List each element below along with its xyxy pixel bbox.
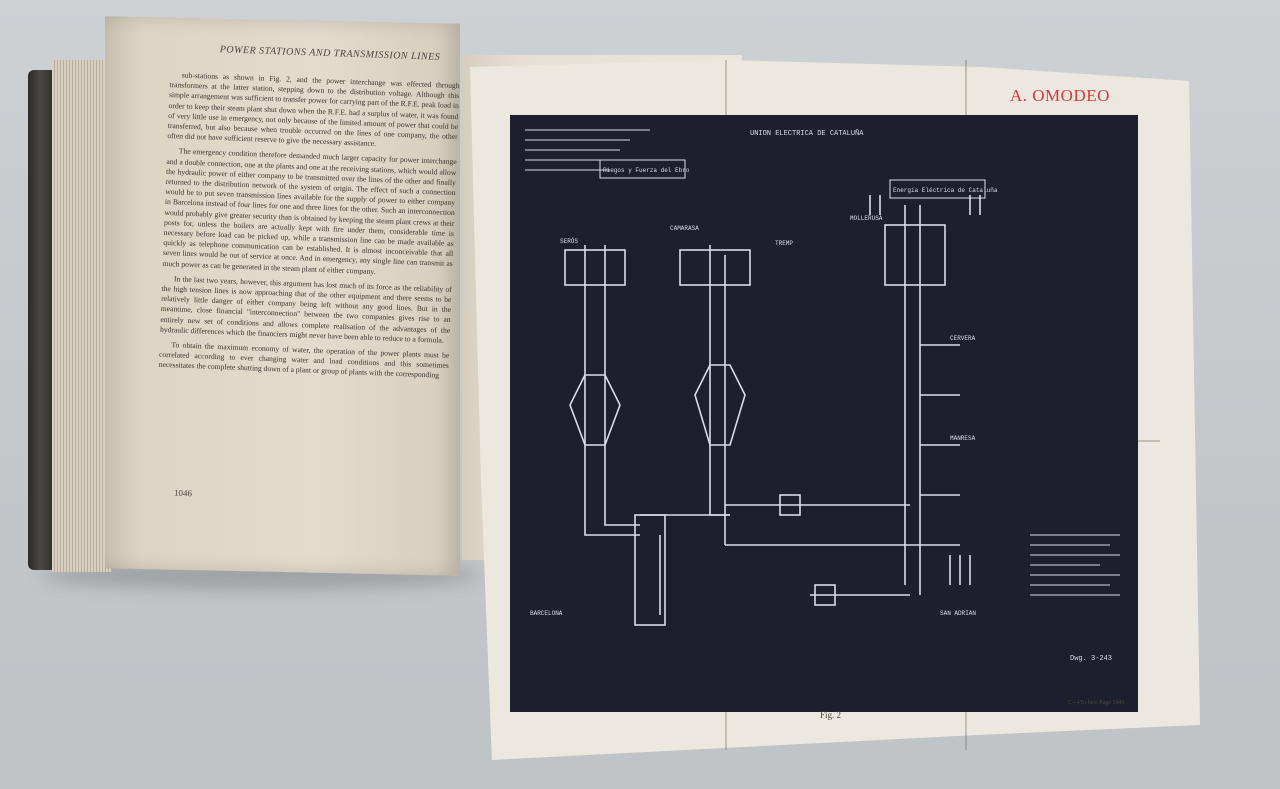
branch-lines xyxy=(949,555,971,585)
substation-node xyxy=(694,364,746,446)
diagram-title: UNION ELECTRICA DE CATALUÑA xyxy=(750,129,864,138)
left-header-box xyxy=(599,159,686,179)
right-header-box xyxy=(889,179,986,199)
transmission-line xyxy=(584,245,640,536)
paragraph-3: In the last two years, however, this arg… xyxy=(159,274,452,345)
label-camarasa: CAMARASA xyxy=(670,225,699,232)
paragraph-4: To obtain the maximum economy of water, … xyxy=(158,340,450,381)
figure-caption: Fig. 2 xyxy=(820,710,842,720)
right-box-label: Energía Eléctrica de Cataluña xyxy=(893,187,998,194)
transmission-line xyxy=(604,245,640,526)
busbar-box xyxy=(634,514,666,626)
wiring-diagram: UNION ELECTRICA DE CATALUÑA Riegos y Fue… xyxy=(510,115,1138,712)
label-barcelona: BARCELONA xyxy=(530,610,563,617)
body-text: sub-stations as shown in Fig. 2, and the… xyxy=(158,70,460,387)
label-seros: SERÓS xyxy=(560,238,578,245)
diagram-svg: UNION ELECTRICA DE CATALUÑA Riegos y Fue… xyxy=(525,129,1120,663)
page-edges xyxy=(52,60,112,572)
branch-lines xyxy=(869,195,981,215)
station-box xyxy=(884,224,946,286)
label-cervera: CERVERA xyxy=(950,335,976,342)
label-mollerusa: MOLLERUSA xyxy=(850,215,883,222)
legend-lines xyxy=(525,129,650,171)
switch-box xyxy=(814,584,836,606)
legend-lines xyxy=(1030,534,1120,596)
page-number: 1046 xyxy=(173,487,193,499)
station-box xyxy=(679,249,751,286)
substation-node xyxy=(569,374,621,446)
drawing-number: Dwg. 3-243 xyxy=(1070,655,1112,663)
label-tremp: TREMP xyxy=(775,240,793,247)
switch-box xyxy=(779,494,801,516)
label-san-adrian: SAN ADRIAN xyxy=(940,610,976,617)
label-manresa: MANRESA xyxy=(950,435,976,442)
owner-stamp: A. OMODEO xyxy=(1010,86,1110,105)
station-box xyxy=(564,249,626,286)
paragraph-2: The emergency condition therefore demand… xyxy=(162,146,457,276)
paragraph-1: sub-stations as shown in Fig. 2, and the… xyxy=(167,70,460,149)
branch-lines xyxy=(920,344,960,546)
page-credit: C—(To face Page 1046 xyxy=(1068,700,1125,706)
left-box-label: Riegos y Fuerza del Ebro xyxy=(603,167,690,174)
